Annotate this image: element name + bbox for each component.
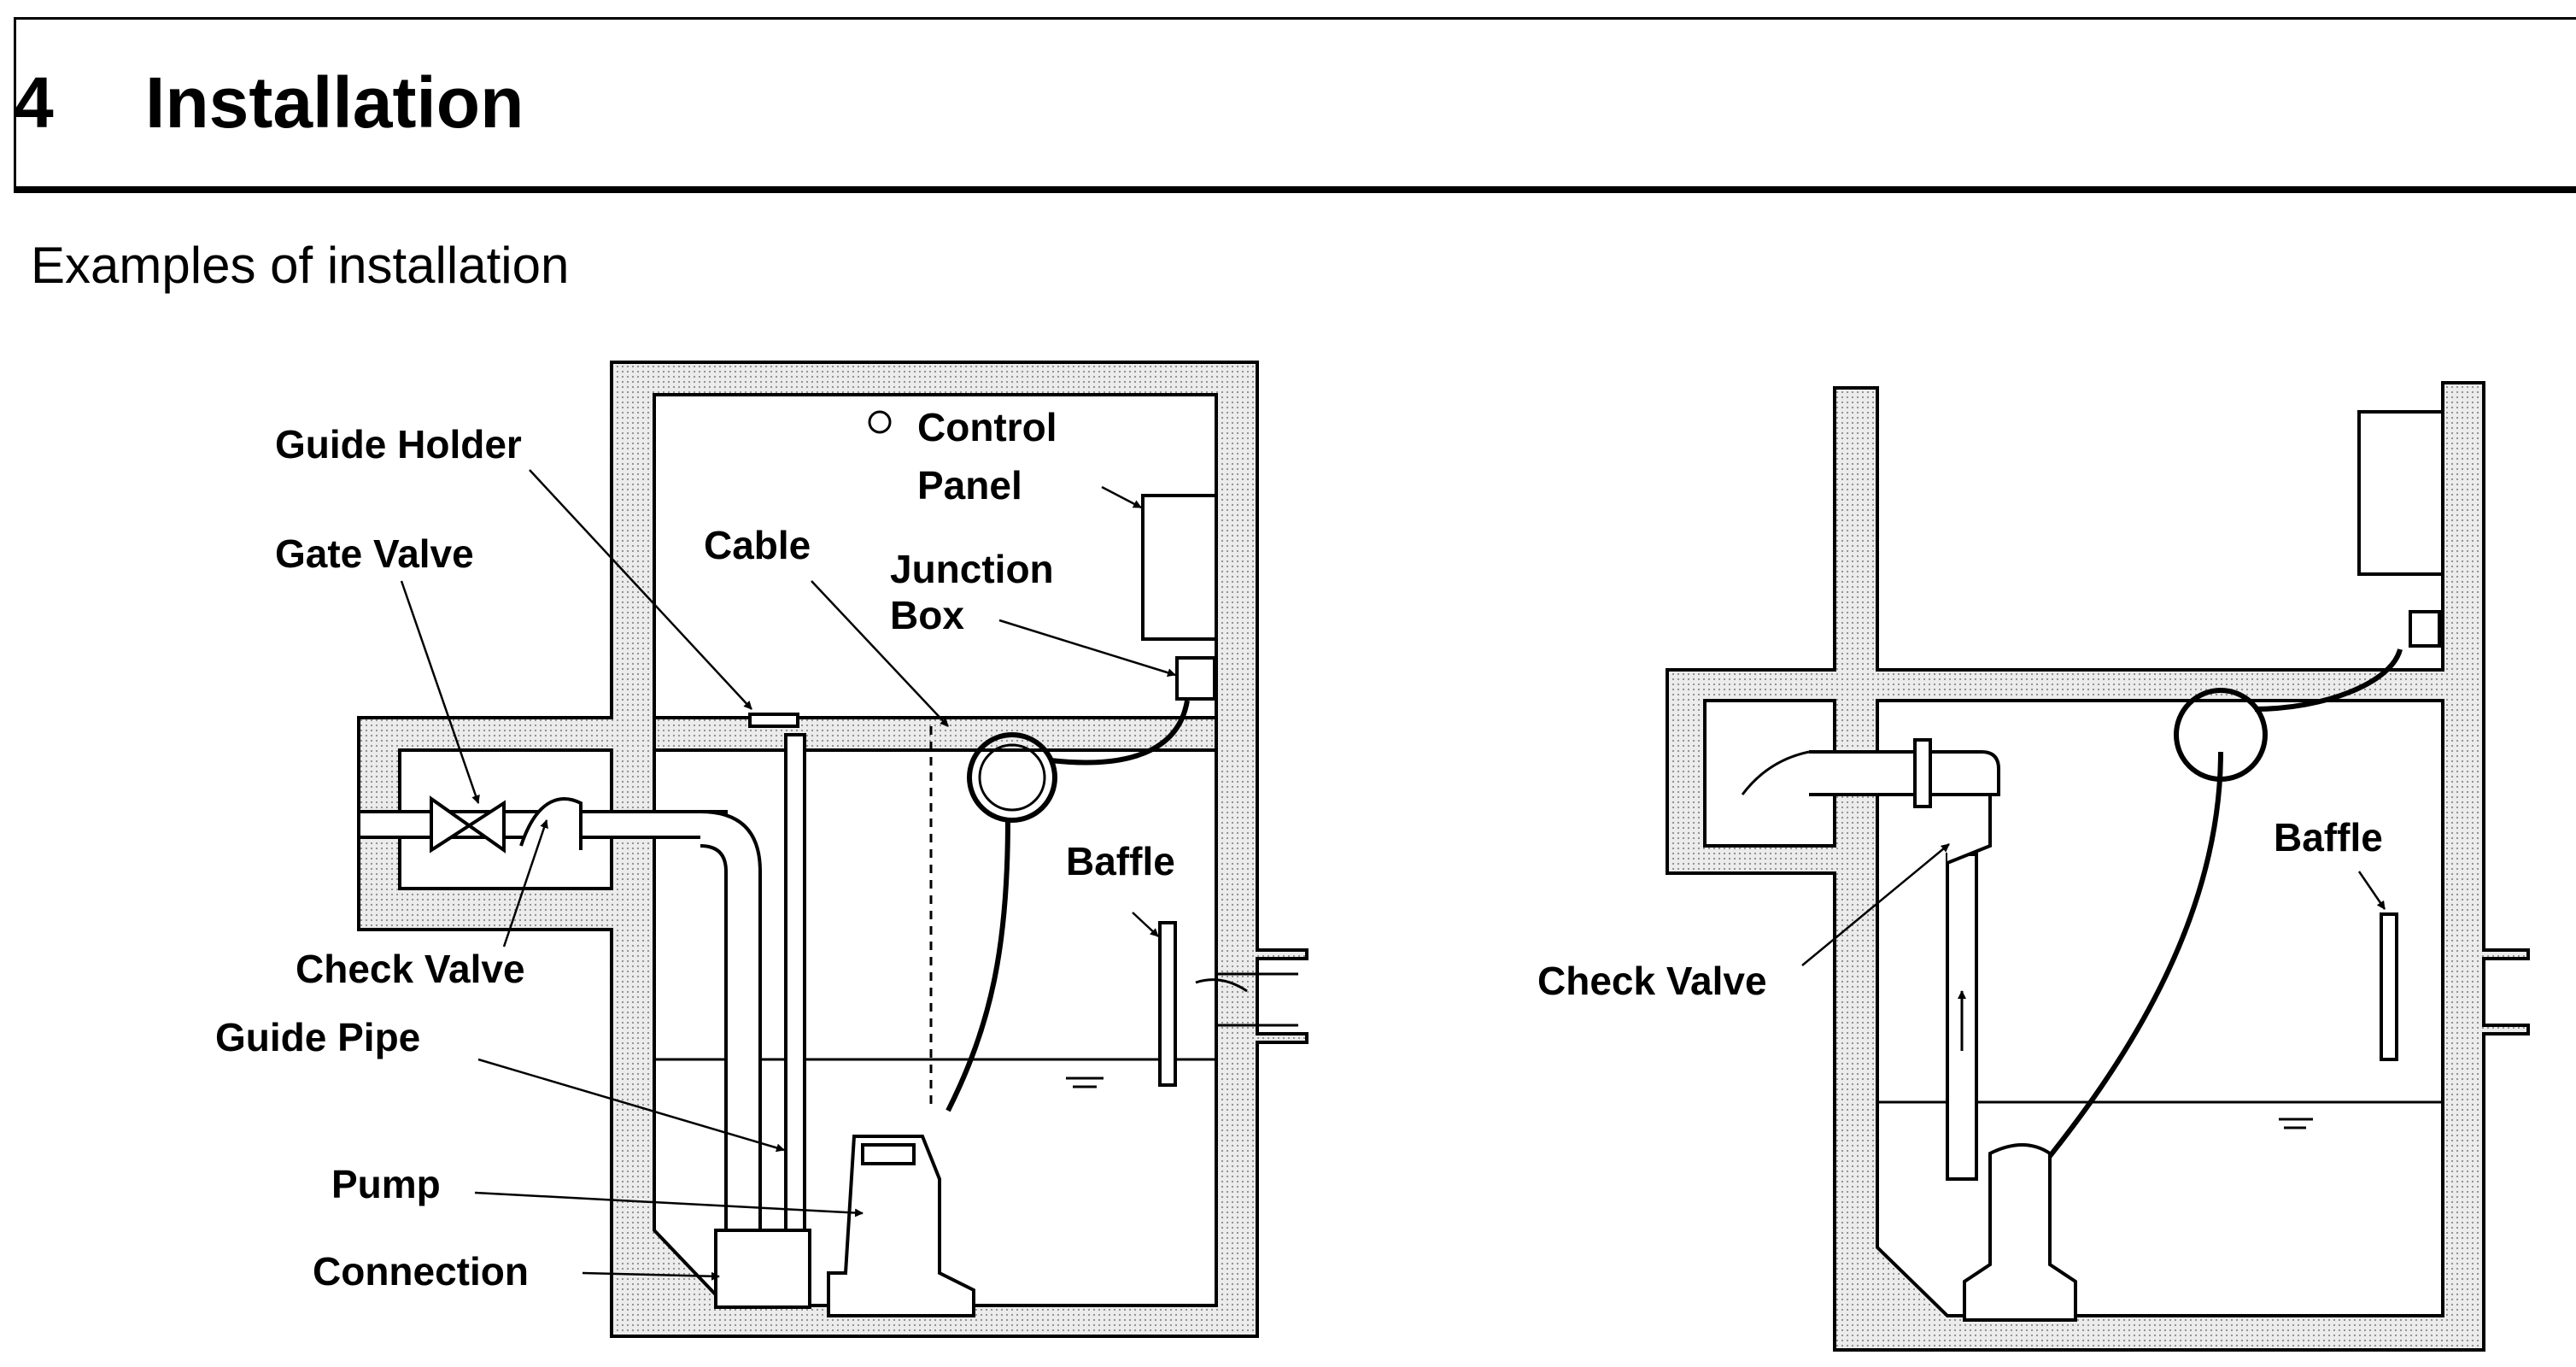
- label-gate-valve: Gate Valve: [275, 531, 474, 576]
- control-panel-box: [1141, 494, 1218, 641]
- label-baffle: Baffle: [1066, 839, 1175, 883]
- riser-elbow: [700, 810, 762, 1232]
- right-labels: Check Valve Baffle: [1537, 815, 2383, 1003]
- label-junction-box-line1: Junction: [890, 547, 1054, 591]
- label-control-panel-line1: Control: [917, 405, 1057, 449]
- guide-holder-shape: [748, 713, 799, 728]
- left-leader-lines: [400, 469, 1176, 1281]
- label-right-check-valve: Check Valve: [1537, 959, 1767, 1003]
- pump-body: [827, 1135, 975, 1317]
- left-installation-diagram: [357, 361, 1308, 1338]
- label-control-panel-line2: Panel: [917, 463, 1022, 507]
- label-guide-holder: Guide Holder: [275, 422, 522, 466]
- gate-valve-shape: [430, 795, 506, 854]
- label-right-baffle: Baffle: [2274, 815, 2383, 860]
- left-labels: Guide Holder Gate Valve Cable Control Pa…: [215, 405, 1175, 1294]
- right-leader-lines: [1801, 843, 2386, 966]
- label-pump: Pump: [331, 1162, 441, 1206]
- guide-pipe-shape: [784, 733, 806, 1249]
- label-connection: Connection: [313, 1249, 529, 1294]
- label-guide-pipe: Guide Pipe: [215, 1015, 420, 1059]
- subtitle: Examples of installation: [31, 237, 570, 294]
- section-title: Installation: [145, 62, 524, 143]
- section-number: 4: [14, 62, 54, 143]
- check-valve-shape: [519, 797, 583, 850]
- junction-box-shape: [1175, 656, 1216, 701]
- left-baffle: [1158, 921, 1177, 1087]
- right-installation-diagram: [1666, 381, 2530, 1352]
- section-heading-box: [14, 17, 2576, 193]
- right-control-panel: [2357, 410, 2444, 576]
- cable-shape: [946, 819, 1010, 1112]
- label-cable: Cable: [704, 523, 811, 567]
- label-junction-box-line2: Box: [890, 593, 964, 637]
- right-baffle: [2380, 912, 2398, 1061]
- label-check-valve: Check Valve: [296, 947, 525, 991]
- connection-shape: [714, 1229, 811, 1309]
